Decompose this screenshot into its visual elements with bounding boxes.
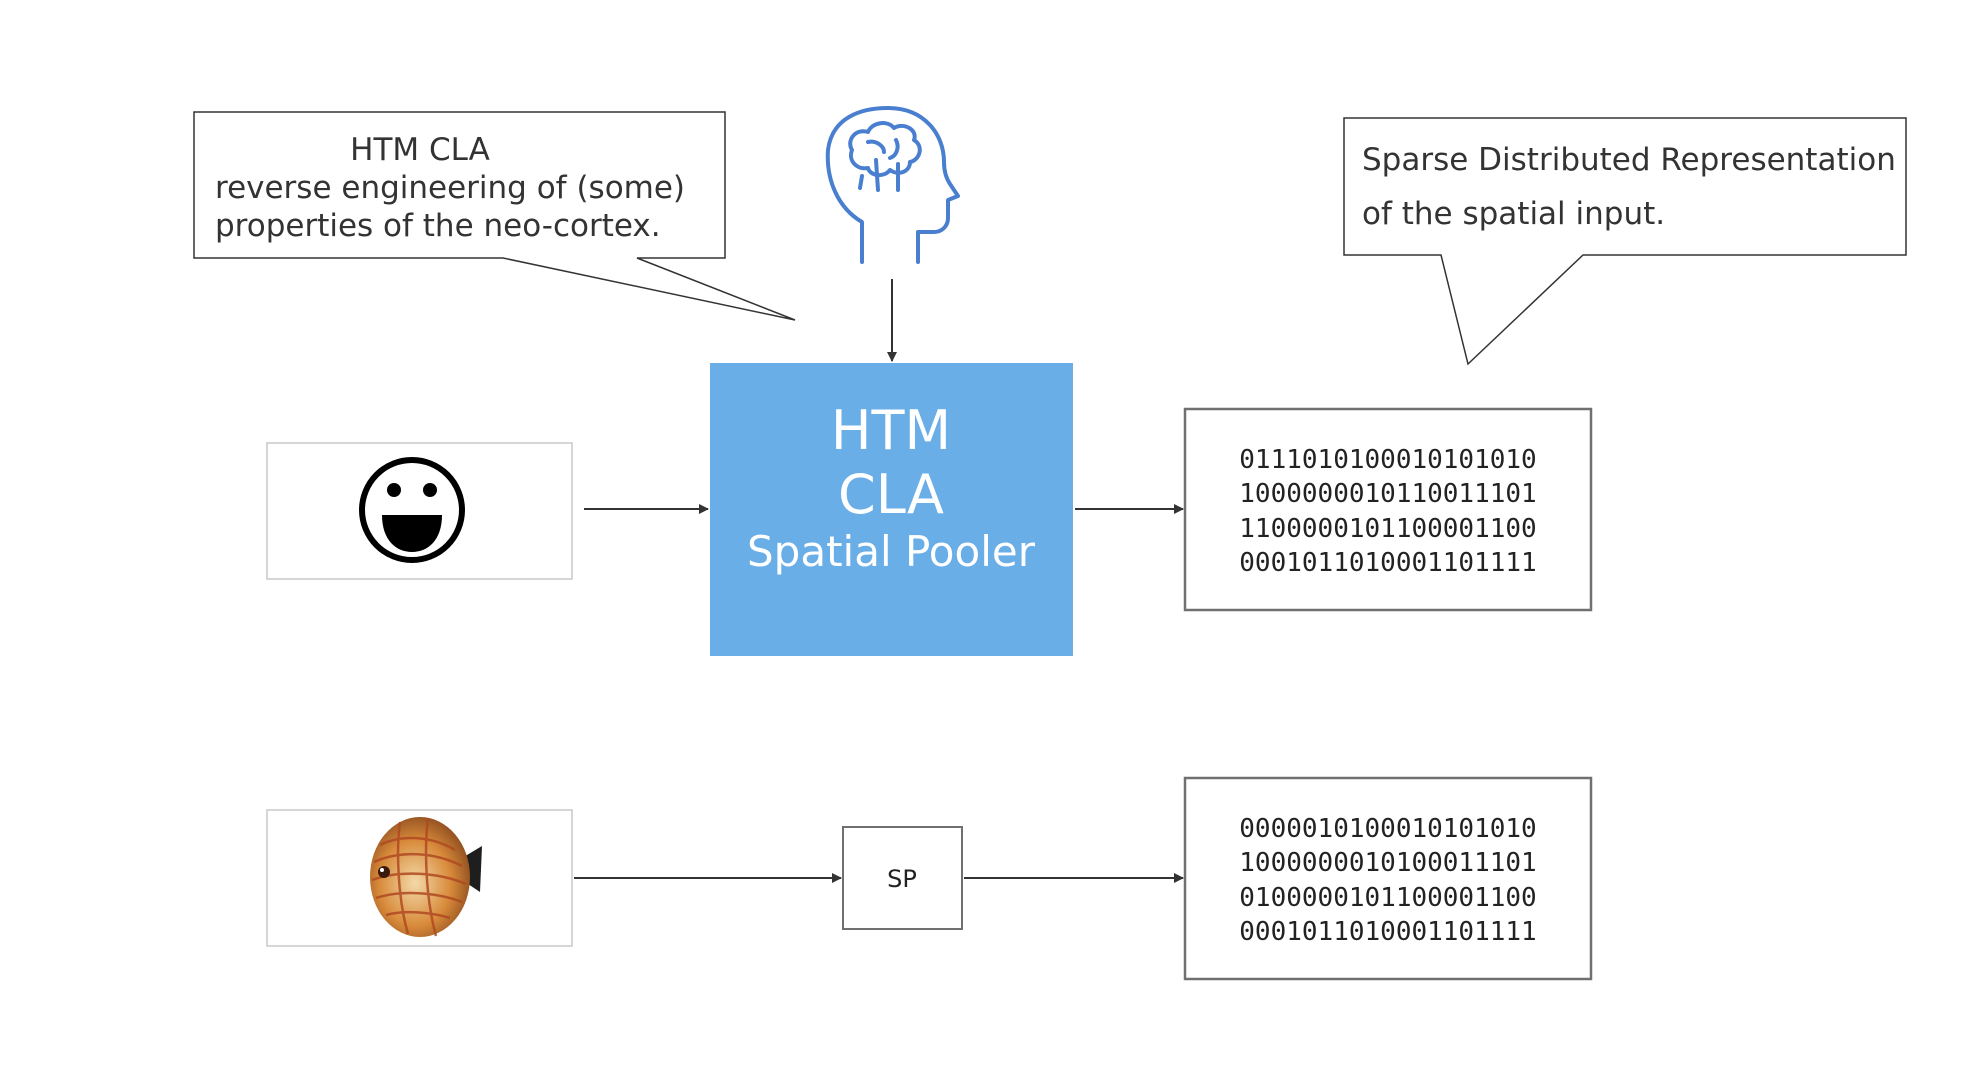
smiley-face-icon: [359, 457, 465, 563]
discus-fish-image: [370, 817, 482, 937]
brain-head-icon: [825, 106, 960, 264]
output-bottom-row-3: 0100000101100001100: [1239, 883, 1536, 913]
sp-box: SP: [842, 826, 963, 930]
output-top-row-4: 0001011010001101111: [1239, 548, 1536, 578]
output-bottom-row-1: 0000010100010101010: [1239, 814, 1536, 844]
left-callout-line-2: properties of the neo-cortex.: [215, 208, 661, 244]
htm-spatial-pooler-box: HTM CLA Spatial Pooler: [710, 363, 1073, 656]
pooler-line-1: HTM: [831, 399, 951, 462]
output-bottom-box: 0000010100010101010 1000000010100011101 …: [1183, 776, 1593, 981]
output-top-row-2: 1000000010110011101: [1239, 479, 1536, 509]
output-bottom-row-2: 1000000010100011101: [1239, 848, 1536, 878]
output-top-row-3: 1100000101100001100: [1239, 514, 1536, 544]
left-callout: HTM CLA reverse engineering of (some) pr…: [193, 111, 796, 321]
sp-label: SP: [887, 865, 917, 893]
pooler-line-2: CLA: [838, 463, 944, 526]
fish-input-box: [266, 809, 573, 947]
left-callout-line-1: reverse engineering of (some): [215, 170, 685, 206]
smiley-input-box: [266, 442, 573, 580]
output-top-box: 0111010100010101010 1000000010110011101 …: [1183, 407, 1593, 612]
right-callout: Sparse Distributed Representation of the…: [1343, 117, 1907, 366]
output-top-row-1: 0111010100010101010: [1239, 445, 1536, 475]
left-callout-title: HTM CLA: [350, 132, 490, 168]
pooler-line-3: Spatial Pooler: [747, 527, 1036, 576]
output-bottom-row-4: 0001011010001101111: [1239, 917, 1536, 947]
right-callout-line-1: Sparse Distributed Representation: [1362, 142, 1896, 178]
right-callout-line-2: of the spatial input.: [1362, 196, 1665, 232]
